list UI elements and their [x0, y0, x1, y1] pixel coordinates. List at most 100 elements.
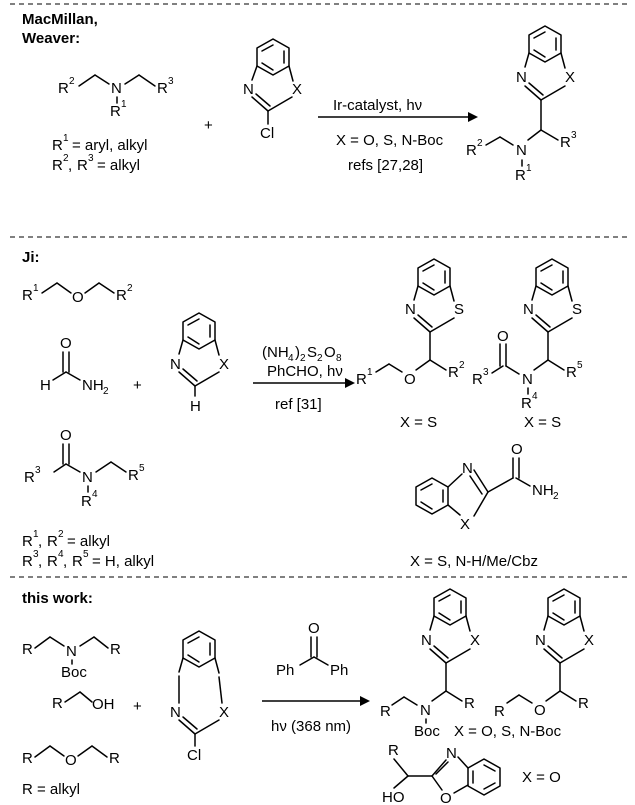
atom-n: N: [420, 702, 431, 719]
arrowhead-3: [360, 696, 370, 706]
atom-r: R: [47, 553, 58, 570]
atom-r: R: [578, 695, 589, 712]
comma: ,: [38, 553, 42, 570]
benzazole-carboxamide-product: N X O NH 2: [415, 441, 559, 533]
atom-n: N: [516, 69, 527, 86]
superscript: 2: [63, 153, 69, 164]
r2-r3-definition: = alkyl: [97, 157, 140, 174]
superscript: 5: [139, 463, 145, 474]
arrow1-condition-below2: refs [27,28]: [348, 157, 423, 174]
superscript: 3: [88, 153, 94, 164]
superscript: 4: [92, 489, 98, 500]
atom-r: R: [110, 641, 121, 658]
product-label-amide: X = S, N-H/Me/Cbz: [410, 553, 538, 570]
arrow2-condition-above1: (NH 4 ) 2 S 2 O 8: [262, 344, 342, 364]
atom-r: R: [515, 167, 526, 184]
arrowhead-1: [468, 112, 478, 122]
atom-r: R: [128, 467, 139, 484]
atom-n: N: [405, 301, 416, 318]
atom-r: R: [72, 553, 83, 570]
atom-r: R: [566, 364, 577, 381]
superscript: 1: [121, 99, 127, 110]
atom-o: O: [65, 752, 77, 769]
atom-o: O: [60, 335, 72, 352]
superscript: 1: [367, 367, 373, 378]
atom-r: R: [356, 371, 367, 388]
atom-r: R: [464, 695, 475, 712]
arrow1-condition-below1: X = O, S, N-Boc: [336, 132, 444, 149]
section1-header-line1: MacMillan,: [22, 11, 98, 28]
boc-amine-reactant: R N R Boc: [22, 636, 121, 681]
hydroxyalkyl-benzoxazole-product: R HO N O: [382, 742, 501, 805]
subscript: 2: [103, 386, 109, 397]
superscript: 3: [33, 549, 39, 560]
atom-oh: OH: [92, 696, 115, 713]
atom-r: R: [52, 695, 63, 712]
atom-n: N: [82, 469, 93, 486]
formamide-reactant: O H NH 2: [40, 335, 109, 397]
atom-n: N: [421, 632, 432, 649]
superscript: 1: [33, 529, 39, 540]
atom-o: O: [308, 620, 320, 637]
svg-text:S: S: [307, 344, 317, 361]
superscript: 5: [83, 549, 89, 560]
superscript: 5: [577, 360, 583, 371]
atom-x: X: [584, 632, 594, 649]
comma: ,: [68, 157, 72, 174]
atom-r: R: [77, 157, 88, 174]
benzazole-reactant: N X H: [170, 312, 229, 415]
svg-text:O: O: [324, 344, 336, 361]
alcohol-reactant: R OH: [52, 691, 115, 713]
atom-r: R: [472, 371, 483, 388]
atom-x: X: [460, 516, 470, 533]
atom-cl: Cl: [260, 125, 274, 142]
atom-n: N: [243, 81, 254, 98]
atom-n: N: [462, 460, 473, 477]
arrowhead-2: [345, 378, 355, 388]
atom-o: O: [497, 328, 509, 345]
alkoxyalkyl-benzothiazole-product: N S R 2 O R 1: [356, 258, 465, 388]
superscript: 1: [63, 133, 69, 144]
section1-header-line2: Weaver:: [22, 30, 80, 47]
section3-header: this work:: [22, 590, 93, 607]
atom-n: N: [516, 142, 527, 159]
plus-sign: +: [204, 117, 213, 134]
superscript: 3: [483, 367, 489, 378]
atom-nh: NH: [82, 377, 104, 394]
atom-h: H: [190, 398, 201, 415]
subscript: 2: [553, 491, 559, 502]
atom-n: N: [535, 632, 546, 649]
section-this-work: this work: R N R Boc R OH R O: [22, 588, 594, 805]
superscript: 2: [459, 360, 465, 371]
superscript: 2: [58, 529, 64, 540]
atom-o: O: [404, 371, 416, 388]
r1-definition: = aryl, alkyl: [72, 137, 147, 154]
superscript: 1: [526, 163, 532, 174]
atom-r: R: [52, 157, 63, 174]
atom-o: O: [511, 441, 523, 458]
arrow2-condition-above2: PhCHO, hν: [267, 363, 343, 380]
atom-r: R: [110, 103, 121, 120]
atom-r: R: [380, 703, 391, 720]
atom-o: O: [60, 427, 72, 444]
atom-r: R: [448, 364, 459, 381]
comma: ,: [63, 553, 67, 570]
atom-n: N: [66, 643, 77, 660]
chlorobenzazole-reactant-2: N X Cl: [170, 630, 229, 764]
dialkyl-ether-reactant: R O R: [22, 745, 120, 769]
atom-r: R: [22, 287, 33, 304]
atom-r: R: [521, 395, 532, 412]
atom-r: R: [157, 80, 168, 97]
atom-o: O: [72, 289, 84, 306]
atom-s: S: [572, 301, 582, 318]
section2-header: Ji:: [22, 249, 40, 266]
product-label-x-s-1: X = S: [400, 414, 437, 431]
superscript: 4: [532, 391, 538, 402]
atom-h: H: [40, 377, 51, 394]
atom-r: R: [109, 750, 120, 767]
atom-n: N: [111, 80, 122, 97]
atom-r: R: [22, 641, 33, 658]
section-ji: Ji: R 1 O R 2 O H NH 2 +: [22, 249, 583, 570]
atom-r: R: [388, 742, 399, 759]
